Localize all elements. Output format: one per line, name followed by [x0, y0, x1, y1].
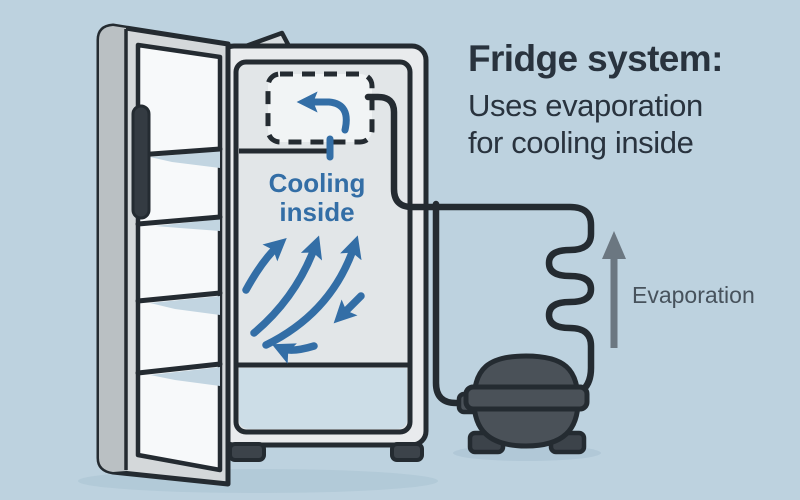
title-block: Fridge system: Uses evaporation for cool…: [468, 36, 788, 161]
curved-arrow-left-icon: [296, 91, 350, 134]
shelf-divider: [135, 146, 223, 158]
air-circulation-arrows: [242, 235, 365, 364]
air-arrow-up-3: [262, 235, 362, 349]
air-arrow-up-2: [250, 235, 323, 337]
crisper-drawer: [239, 368, 407, 429]
door-outer-edge: [99, 26, 126, 472]
cooling-label-line2: inside: [279, 197, 354, 227]
evaporator-arrow: [296, 91, 350, 161]
cooling-label: Cooling inside: [269, 168, 366, 227]
page-title: Fridge system:: [468, 38, 723, 79]
door-liner: [135, 42, 223, 473]
cooling-label-line1: Cooling: [269, 168, 366, 198]
shelf-divider: [135, 290, 223, 304]
shelf-shadow: [150, 296, 220, 315]
fridge-door: [96, 23, 231, 487]
shelf-divider: [135, 361, 223, 376]
door-shelf-shadows: [150, 151, 220, 386]
air-arrow-left: [271, 342, 318, 364]
door-handle: [131, 104, 151, 220]
shelf-divider: [135, 214, 223, 227]
evaporator-dashed-box: [265, 71, 375, 145]
subtitle-line-1: Uses evaporation: [468, 88, 703, 123]
return-pipe: [432, 200, 468, 407]
fridge-foot-left: [228, 442, 266, 462]
evaporation-annotation: Evaporation: [602, 231, 755, 348]
compressor-band: [463, 384, 590, 412]
refrigerant-pipe-and-condenser-coil: [364, 93, 595, 400]
arrow-up-head: [602, 231, 626, 259]
subtitle-line-2: for cooling inside: [468, 125, 694, 160]
door-shelves: [135, 146, 223, 376]
page-subtitle: Uses evaporation for cooling inside: [468, 87, 788, 161]
fridge-foot-right: [390, 442, 424, 462]
evaporation-label: Evaporation: [632, 282, 755, 308]
compressor: [456, 353, 590, 455]
air-arrow-down: [333, 292, 365, 324]
shelf-shadow: [155, 219, 220, 231]
shelf-shadow: [150, 151, 220, 168]
air-arrow-up-1: [242, 238, 287, 294]
shelf-shadow: [150, 367, 220, 386]
